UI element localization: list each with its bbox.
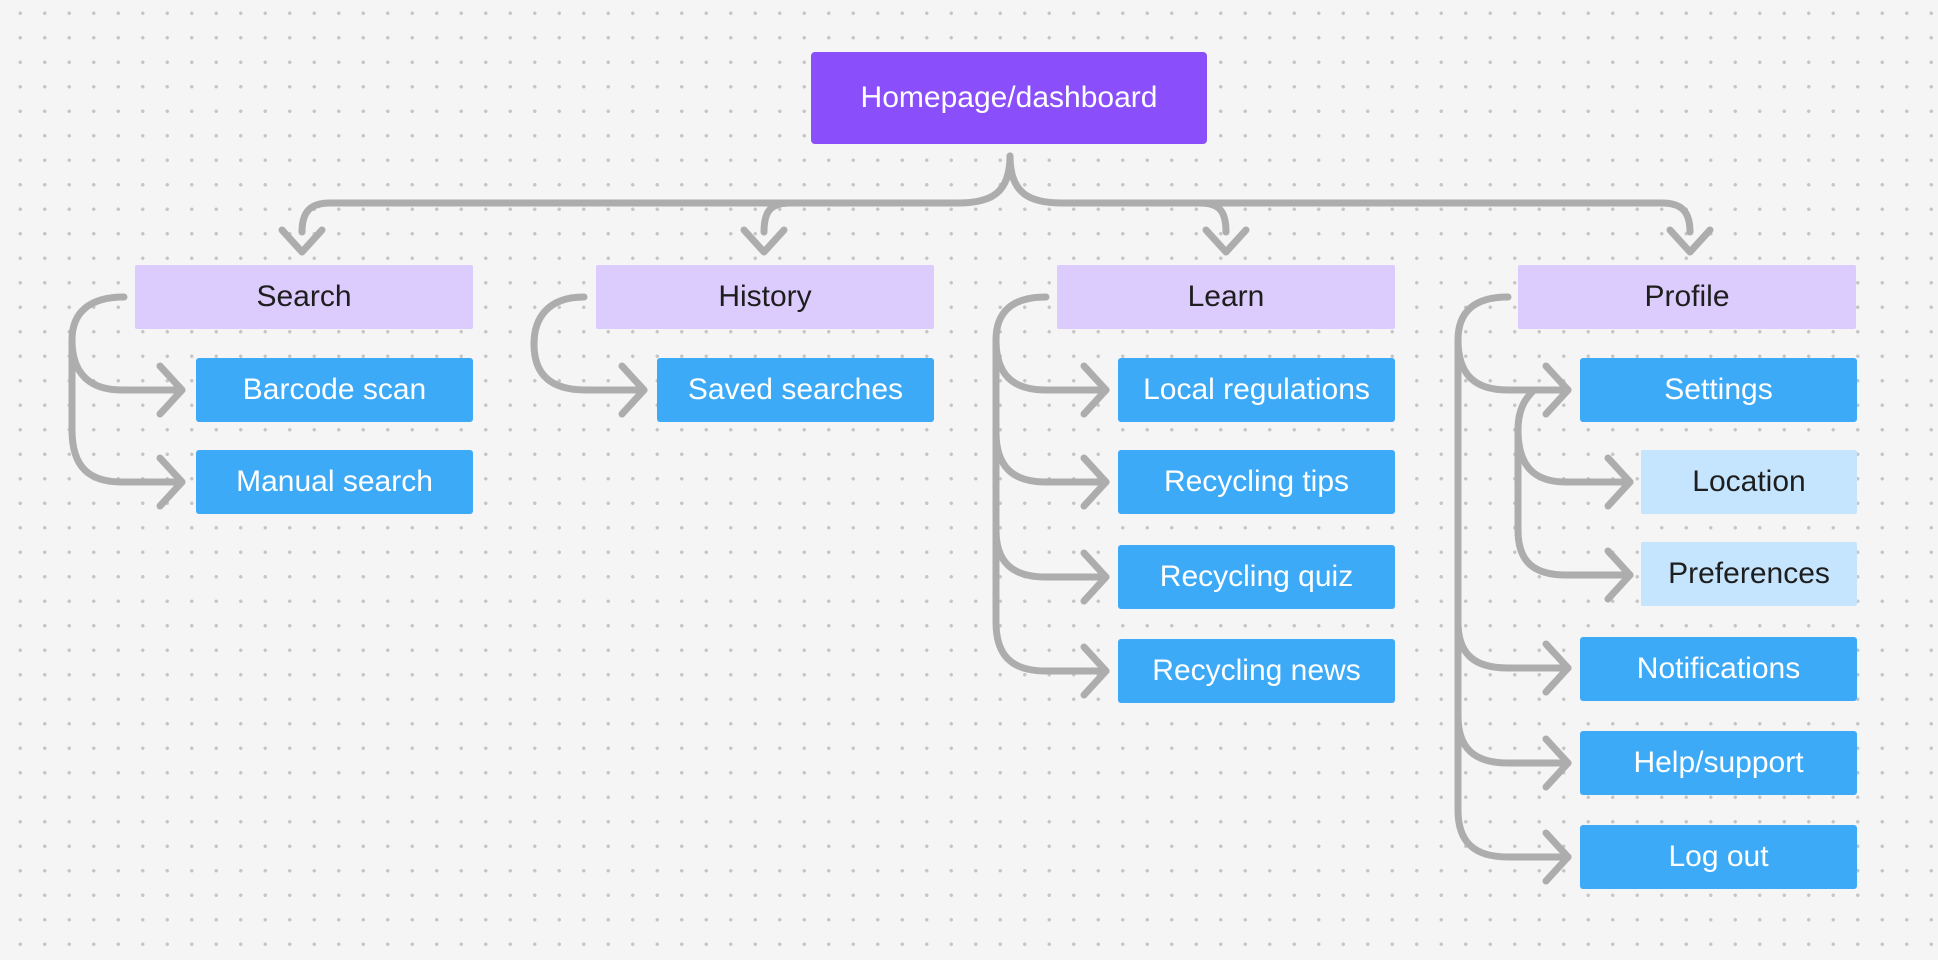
- arrowhead-preferences: [1604, 547, 1634, 603]
- arrowhead-settings: [1542, 362, 1572, 418]
- search-spine: [68, 293, 186, 486]
- profile-branch-notifications: [1454, 618, 1572, 672]
- arrowhead-notifications: [1542, 640, 1572, 696]
- profile-spine: [1454, 293, 1572, 861]
- item-recycling-quiz[interactable]: Recycling quiz: [1118, 545, 1395, 609]
- root-brace-connector: [298, 152, 1014, 236]
- item-barcode-scan[interactable]: Barcode scan: [196, 358, 473, 422]
- learn-spine: [992, 293, 1110, 675]
- section-history[interactable]: History: [596, 265, 934, 329]
- arrowhead-logout: [1542, 829, 1572, 885]
- item-log-out[interactable]: Log out: [1580, 825, 1857, 889]
- connector-to-history: [760, 199, 794, 236]
- arrowhead-location: [1604, 454, 1634, 510]
- item-saved-searches[interactable]: Saved searches: [657, 358, 934, 422]
- section-profile[interactable]: Profile: [1518, 265, 1856, 329]
- arrowhead-regulations: [1080, 362, 1110, 418]
- arrowhead-history: [740, 226, 788, 256]
- connector-to-learn: [1196, 199, 1230, 236]
- arrowhead-news: [1080, 643, 1110, 699]
- item-notifications[interactable]: Notifications: [1580, 637, 1857, 701]
- learn-branch-regulations: [992, 336, 1110, 394]
- arrowhead-help: [1542, 735, 1572, 791]
- item-local-regulations[interactable]: Local regulations: [1118, 358, 1395, 422]
- subitem-preferences[interactable]: Preferences: [1641, 542, 1857, 606]
- profile-branch-help: [1454, 712, 1572, 767]
- item-recycling-news[interactable]: Recycling news: [1118, 639, 1395, 703]
- search-branch-barcode: [68, 336, 186, 394]
- learn-branch-quiz: [992, 526, 1110, 581]
- arrowhead-tips: [1080, 454, 1110, 510]
- arrowhead-learn: [1202, 226, 1250, 256]
- arrowhead-barcode: [156, 362, 186, 418]
- item-help-support[interactable]: Help/support: [1580, 731, 1857, 795]
- homepage-dashboard-node[interactable]: Homepage/dashboard: [811, 52, 1207, 144]
- root-brace-connector-right: [1006, 152, 1694, 236]
- arrowhead-search: [278, 226, 326, 256]
- history-spine: [530, 293, 648, 394]
- profile-branch-settings: [1454, 336, 1572, 394]
- section-search[interactable]: Search: [135, 265, 473, 329]
- item-recycling-tips[interactable]: Recycling tips: [1118, 450, 1395, 514]
- item-manual-search[interactable]: Manual search: [196, 450, 473, 514]
- learn-branch-tips: [992, 428, 1110, 486]
- arrowhead-manual: [156, 454, 186, 510]
- settings-sub-spine: [1514, 386, 1634, 579]
- arrowhead-profile: [1666, 226, 1714, 256]
- section-learn[interactable]: Learn: [1057, 265, 1395, 329]
- arrowhead-saved: [618, 362, 648, 418]
- settings-branch-location: [1514, 426, 1634, 486]
- subitem-location[interactable]: Location: [1641, 450, 1857, 514]
- arrowhead-quiz: [1080, 549, 1110, 605]
- item-settings[interactable]: Settings: [1580, 358, 1857, 422]
